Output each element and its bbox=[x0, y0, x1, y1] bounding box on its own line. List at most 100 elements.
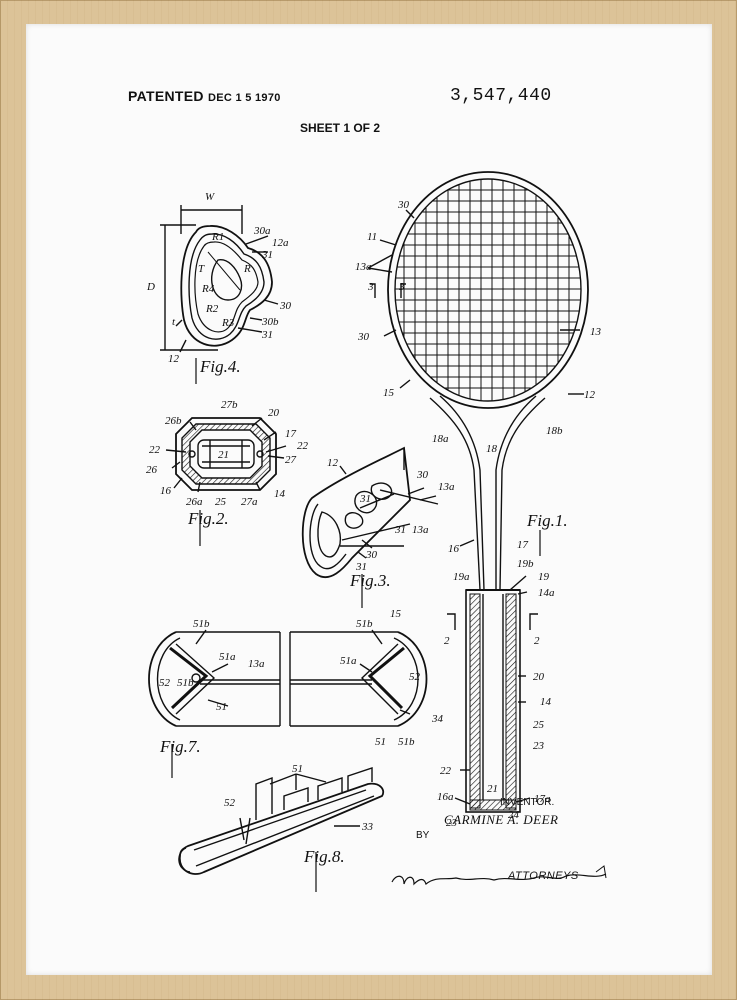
ref-12a: 12a bbox=[272, 237, 289, 249]
ref-26: 26 bbox=[146, 464, 158, 476]
fig2-labels: 26b 27b 20 17 22 22 27 26 16 14 26a 25 2… bbox=[146, 399, 309, 546]
fig2-section bbox=[165, 417, 287, 493]
patent-sheet bbox=[26, 24, 712, 975]
ref-27b: 27b bbox=[221, 399, 238, 411]
ref-21: 21 bbox=[487, 783, 498, 795]
ref-51-left: 51 bbox=[216, 701, 227, 713]
ref-11: 11 bbox=[367, 231, 377, 243]
inventor-name: CARMINE A. DEER bbox=[444, 812, 559, 827]
ref-17-fig2: 17 bbox=[285, 428, 297, 440]
fig7-labels: 51b 51b 15 51a 13a 51a 52 51b 52 51 34 5… bbox=[159, 608, 444, 778]
sheet-number: SHEET 1 OF 2 bbox=[300, 121, 381, 135]
ref-14: 14 bbox=[540, 696, 552, 708]
ref-3-right: 3 bbox=[398, 281, 405, 293]
ref-13a-fig7: 13a bbox=[248, 658, 265, 670]
dim-D: D bbox=[146, 281, 155, 293]
ref-51b-left-inner: 51b bbox=[177, 677, 194, 689]
fig4-caption: Fig.4. bbox=[199, 357, 241, 376]
ref-31-b: 31 bbox=[261, 329, 273, 341]
inventor-label: INVENTOR. bbox=[500, 797, 555, 808]
ref-51-right: 51 bbox=[375, 736, 386, 748]
ref-31-fig3-c: 31 bbox=[355, 561, 367, 573]
ref-20: 20 bbox=[533, 671, 545, 683]
ref-13a: 13a bbox=[355, 261, 372, 273]
ref-25-fig2: 25 bbox=[215, 496, 227, 508]
ref-19: 19 bbox=[538, 571, 550, 583]
fig3-section bbox=[301, 446, 439, 579]
ref-22-left: 22 bbox=[149, 444, 161, 456]
attorney-signature bbox=[391, 865, 607, 886]
ref-22-right: 22 bbox=[297, 440, 309, 452]
ref-13a-fig3: 13a bbox=[438, 481, 455, 493]
fig7-caption: Fig.7. bbox=[159, 737, 201, 756]
ref-23: 23 bbox=[533, 740, 545, 752]
ref-52-left: 52 bbox=[159, 677, 171, 689]
ref-51b-left: 51b bbox=[193, 618, 210, 630]
ref-20-fig2: 20 bbox=[268, 407, 280, 419]
patent-number: 3,547,440 bbox=[450, 86, 552, 106]
ref-26a: 26a bbox=[186, 496, 203, 508]
ref-19a: 19a bbox=[453, 571, 470, 583]
dim-T: T bbox=[198, 263, 205, 275]
fig3-caption: Fig.3. bbox=[349, 571, 391, 590]
ref-30b: 30b bbox=[261, 316, 279, 328]
fig1-caption: Fig.1. bbox=[526, 511, 568, 530]
ref-21-fig2: 21 bbox=[218, 449, 229, 461]
ref-18b: 18b bbox=[546, 425, 563, 437]
ref-23-b: 23 bbox=[446, 817, 458, 829]
dim-t: t bbox=[172, 316, 176, 328]
ref-51b-right: 51b bbox=[356, 618, 373, 630]
dim-W: W bbox=[205, 191, 215, 203]
ref-51a-left: 51a bbox=[219, 651, 236, 663]
ref-13a-fig3-b: 13a bbox=[412, 524, 429, 536]
ref-52-right: 52 bbox=[409, 671, 421, 683]
ref-26b: 26b bbox=[165, 415, 182, 427]
ref-25: 25 bbox=[533, 719, 545, 731]
ref-15-fig7: 15 bbox=[390, 608, 402, 620]
dim-R2: R2 bbox=[205, 303, 219, 315]
ref-17a: 17a bbox=[534, 793, 551, 805]
ref-52-fig8: 52 bbox=[224, 797, 236, 809]
ref-24: 24 bbox=[508, 809, 520, 821]
ref-51b-right-b: 51b bbox=[398, 736, 415, 748]
ref-27a: 27a bbox=[241, 496, 258, 508]
fig1-racket bbox=[367, 171, 589, 813]
ref-12: 12 bbox=[584, 389, 596, 401]
fig4-labels: W D t T R R1 R2 R3 R4 30a 12a 31 30 30b … bbox=[146, 191, 292, 384]
ref-16a: 16a bbox=[437, 791, 454, 803]
fig7-section bbox=[148, 629, 428, 727]
ref-30-b: 30 bbox=[357, 331, 370, 343]
dim-R: R bbox=[243, 263, 251, 275]
dim-R1: R1 bbox=[211, 231, 224, 243]
ref-12-fig4: 12 bbox=[168, 353, 180, 365]
ref-33: 33 bbox=[361, 821, 374, 833]
ref-14-fig2: 14 bbox=[274, 488, 286, 500]
attorneys-label: ATTORNEYS bbox=[508, 870, 579, 882]
fig1-labels: 11 30 13a 3 3 30 13 15 12 18a 18 18b 16 … bbox=[355, 199, 602, 829]
ref-18: 18 bbox=[486, 443, 498, 455]
by-label: BY bbox=[416, 830, 430, 841]
ref-3-left: 3 bbox=[367, 281, 374, 293]
ref-27: 27 bbox=[285, 454, 297, 466]
ref-31-fig3: 31 bbox=[359, 493, 371, 505]
fig8-labels: 51 52 33 Fig.8. bbox=[224, 763, 374, 892]
dim-R3: R3 bbox=[221, 317, 235, 329]
ref-12-fig3: 12 bbox=[327, 457, 339, 469]
fig8-insert bbox=[178, 767, 385, 875]
ref-18a: 18a bbox=[432, 433, 449, 445]
fig2-caption: Fig.2. bbox=[187, 509, 229, 528]
patented-heading: PATENTED DEC 1 5 1970 bbox=[128, 88, 281, 104]
dim-R4: R4 bbox=[201, 283, 215, 295]
ref-13: 13 bbox=[590, 326, 602, 338]
ref-51-fig8: 51 bbox=[292, 763, 303, 775]
fig8-caption: Fig.8. bbox=[303, 847, 345, 866]
ref-19b: 19b bbox=[517, 558, 534, 570]
ref-16: 16 bbox=[448, 543, 460, 555]
ref-31-fig3-b: 31 bbox=[394, 524, 406, 536]
ref-14a: 14a bbox=[538, 587, 555, 599]
fig4-section bbox=[160, 205, 279, 353]
ref-30-fig3: 30 bbox=[416, 469, 429, 481]
ref-51a-right: 51a bbox=[340, 655, 357, 667]
ref-31: 31 bbox=[261, 249, 273, 261]
ref-30-fig3-b: 30 bbox=[365, 549, 378, 561]
